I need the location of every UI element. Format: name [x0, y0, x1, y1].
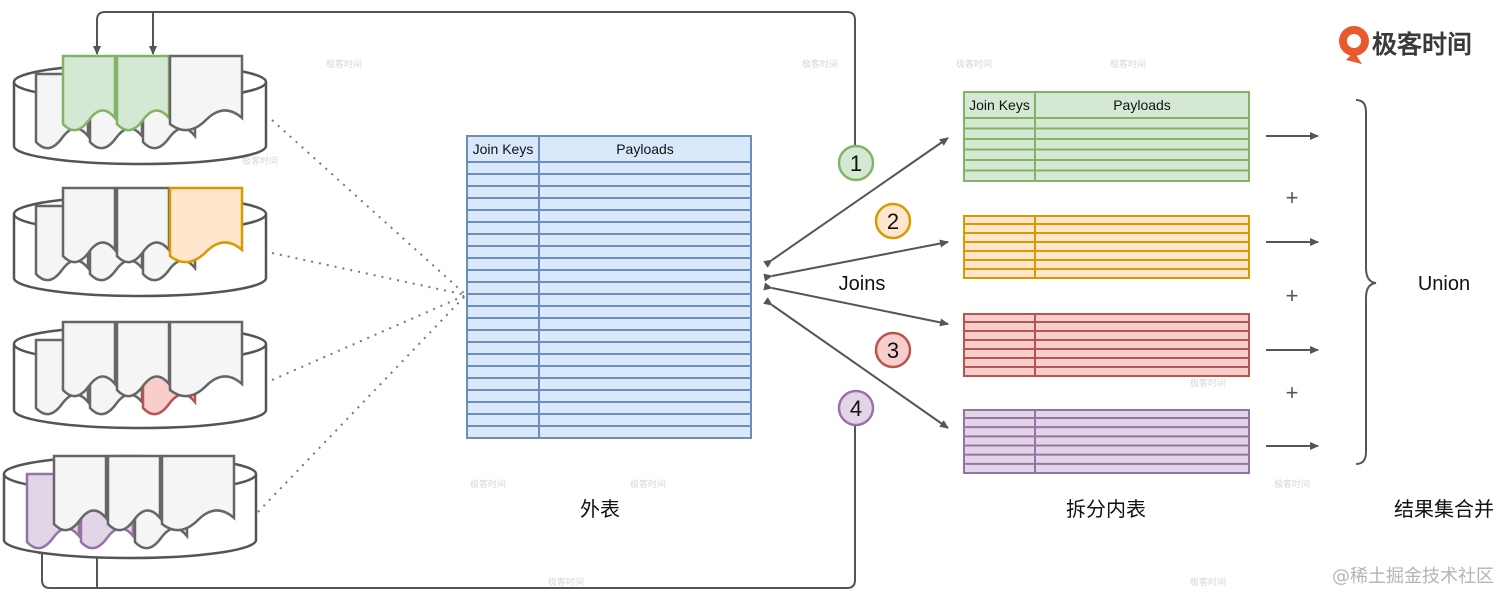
highlighted-page-icon — [168, 186, 244, 264]
joins-label: Joins — [839, 273, 886, 295]
plus-sign: + — [1286, 283, 1299, 308]
union-brace — [1355, 99, 1377, 465]
join-arrow-2 — [763, 239, 949, 282]
step-badge-1: 1 — [837, 144, 875, 182]
step-badge-4: 4 — [837, 389, 875, 427]
watermark: 极客时间 — [548, 576, 584, 588]
union-label: Union — [1418, 273, 1470, 295]
watermark: 极客时间 — [326, 58, 362, 70]
page-icon — [115, 186, 171, 264]
page-icon — [168, 54, 244, 132]
inner-table-1-key-header: Join Keys — [969, 97, 1030, 113]
step-badge-circle — [837, 389, 875, 427]
watermark: 极客时间 — [1274, 478, 1310, 490]
watermark: 极客时间 — [1190, 576, 1226, 588]
inner-table-4-frame — [963, 409, 1250, 474]
disk-4 — [2, 454, 258, 560]
dotted-link — [271, 294, 467, 381]
page-icon — [160, 454, 236, 532]
page-icon — [115, 320, 171, 398]
dotted-link — [257, 294, 467, 513]
step-badge-3: 3 — [874, 331, 912, 369]
inner-table-2-frame — [963, 215, 1250, 279]
watermark-layer: 极客时间 极客时间 极客时间 极客时间 极客时间 极客时间 极客时间 极客时间 … — [242, 58, 1310, 588]
dotted-link — [271, 119, 467, 296]
step-badge-circle — [837, 144, 875, 182]
plus-sign: + — [1286, 380, 1299, 405]
step-number: 3 — [887, 338, 899, 363]
inner-table-4 — [963, 409, 1250, 474]
result-caption: 结果集合并 — [1394, 497, 1494, 521]
disk-2 — [12, 186, 268, 298]
disk-partitions — [2, 54, 268, 560]
inner-table-3 — [963, 313, 1250, 377]
watermark: 极客时间 — [470, 478, 506, 490]
highlighted-page-icon — [61, 54, 117, 132]
highlighted-page-icon — [115, 54, 171, 132]
step-number: 4 — [850, 396, 862, 421]
plus-sign: + — [1286, 185, 1299, 210]
step-badges: 1 2 3 4 — [837, 144, 912, 427]
page-icon — [52, 454, 108, 532]
inner-table-3-frame — [963, 313, 1250, 377]
step-badge-2: 2 — [874, 202, 912, 240]
inner-table-2 — [963, 215, 1250, 279]
outer-table: Join Keys Payloads — [466, 135, 752, 439]
step-number: 2 — [887, 209, 899, 234]
brand-logo: 极客时间 — [1339, 26, 1472, 64]
watermark: 极客时间 — [242, 155, 278, 167]
inner-tables: Join Keys Payloads — [963, 91, 1250, 474]
step-badge-circle — [874, 331, 912, 369]
inner-table-1-payload-header: Payloads — [1113, 97, 1171, 113]
outer-table-key-header: Join Keys — [473, 141, 534, 157]
result-arrows — [1266, 132, 1319, 450]
top-feedback-arrow — [93, 11, 856, 148]
page-icon — [106, 454, 162, 532]
footer-credit: @稀土掘金技术社区 — [1332, 566, 1494, 587]
dotted-link — [271, 252, 467, 296]
outer-table-payload-header: Payloads — [616, 141, 674, 157]
watermark: 极客时间 — [1110, 58, 1146, 70]
join-arrows — [763, 137, 949, 429]
outer-table-frame — [466, 135, 752, 439]
page-icon — [61, 186, 117, 264]
outer-table-caption: 外表 — [580, 497, 620, 521]
page-icon — [168, 320, 244, 398]
watermark: 极客时间 — [630, 478, 666, 490]
inner-table-1-frame — [963, 91, 1250, 182]
plus-signs: + + + — [1286, 185, 1299, 405]
inner-table-caption: 拆分内表 — [1066, 497, 1146, 521]
step-badge-circle — [874, 202, 912, 240]
watermark: 极客时间 — [1190, 377, 1226, 389]
dotted-links — [257, 119, 467, 513]
disk-1 — [12, 54, 268, 166]
join-arrow-4 — [763, 297, 949, 429]
logo-text: 极客时间 — [1372, 30, 1472, 59]
watermark: 极客时间 — [956, 58, 992, 70]
page-icon — [61, 320, 117, 398]
step-number: 1 — [850, 151, 862, 176]
disk-3 — [12, 320, 268, 430]
inner-table-1: Join Keys Payloads — [963, 91, 1250, 182]
watermark: 极客时间 — [802, 58, 838, 70]
